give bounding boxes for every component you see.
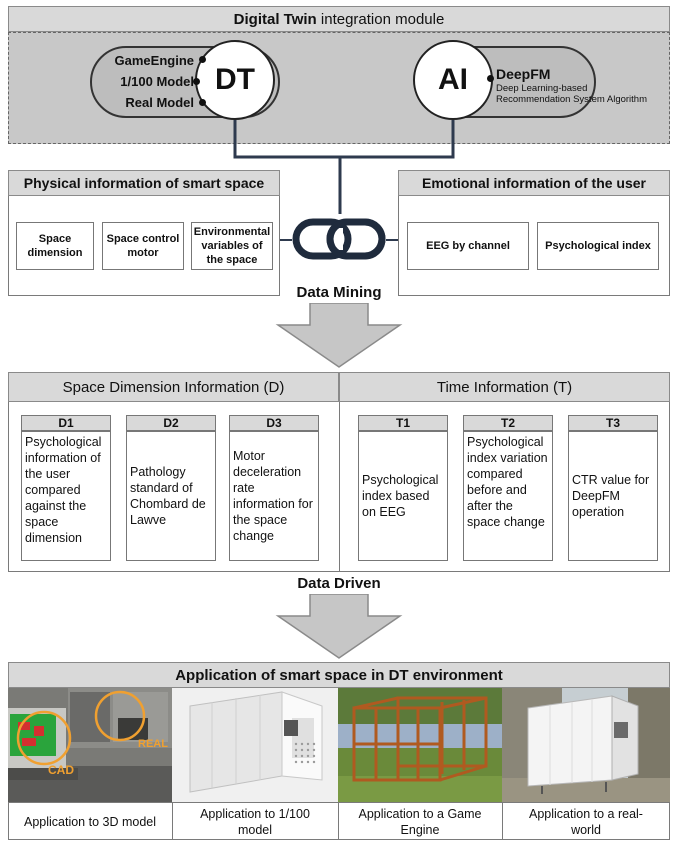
caption-divider-3 xyxy=(502,802,503,840)
caption-real-world: Application to a real-world xyxy=(529,806,643,837)
physical-item-environment: Environmental variables of the space xyxy=(191,222,273,270)
data-driven-label: Data Driven xyxy=(297,575,381,592)
space-dim-header: Space Dimension Information (D) xyxy=(8,372,339,402)
t2-header: T2 xyxy=(463,415,553,431)
d1-header: D1 xyxy=(21,415,111,431)
dt-module-title-rest: integration module xyxy=(316,10,445,28)
connector-lines xyxy=(233,120,455,241)
ai-label: AI xyxy=(438,63,468,96)
data-mining-label: Data Mining xyxy=(296,284,382,301)
down-arrow-icon-2 xyxy=(275,594,403,659)
caption-scale-model: Application to 1/100 model xyxy=(200,806,310,837)
physical-header: Physical information of smart space xyxy=(8,170,280,196)
photo-real-world xyxy=(502,688,670,802)
photo-game-engine xyxy=(338,688,502,802)
ai-desc-line1: Deep Learning-based xyxy=(496,83,588,94)
caption-game-engine: Application to a Game Engine xyxy=(358,806,482,837)
photo-scale-model xyxy=(172,688,338,802)
caption-divider-2 xyxy=(338,802,339,840)
physical-title: Physical information of smart space xyxy=(23,175,265,191)
emotional-title: Emotional information of the user xyxy=(421,175,646,191)
dt-item-model: 1/100 Model xyxy=(120,74,194,89)
t3-header: T3 xyxy=(568,415,658,431)
caption-divider-1 xyxy=(172,802,173,840)
t3-body: CTR value for DeepFM operation xyxy=(568,431,658,561)
dt-module-title-bold: Digital Twin xyxy=(233,10,317,28)
time-info-title: Time Information (T) xyxy=(436,378,573,396)
t1-body: Psychological index based on EEG xyxy=(358,431,448,561)
ai-circle: AI xyxy=(413,40,493,120)
caption-row-border xyxy=(8,802,670,803)
application-title: Application of smart space in DT environ… xyxy=(175,666,503,684)
space-dim-title: Space Dimension Information (D) xyxy=(62,378,285,396)
application-header: Application of smart space in DT environ… xyxy=(8,662,670,688)
dt-items: GameEngine 1/100 Model Real Model xyxy=(94,50,194,112)
dt-dot-2 xyxy=(193,78,200,85)
chain-link-icon xyxy=(292,218,386,260)
emotional-header: Emotional information of the user xyxy=(398,170,670,196)
ai-dot xyxy=(487,75,494,82)
physical-item-dimension: Space dimension xyxy=(16,222,94,270)
dt-item-real: Real Model xyxy=(125,95,194,110)
photo-3d-model xyxy=(8,688,172,802)
emotional-item-psych: Psychological index xyxy=(537,222,659,270)
caption-3d-model: Application to 3D model xyxy=(23,814,157,829)
d3-header: D3 xyxy=(229,415,319,431)
dt-dot-1 xyxy=(199,56,206,63)
dt-dot-3 xyxy=(199,99,206,106)
dt-label: DT xyxy=(215,63,255,96)
dt-item-gameengine: GameEngine xyxy=(114,53,194,68)
time-info-header: Time Information (T) xyxy=(339,372,670,402)
d3-body: Motor deceleration rate information for … xyxy=(229,431,319,561)
t1-header: T1 xyxy=(358,415,448,431)
cad-label: CAD xyxy=(48,763,74,777)
t2-body: Psychological index variation compared b… xyxy=(463,431,553,561)
info-divider xyxy=(339,402,340,572)
dt-module-header: Digital Twin integration module xyxy=(8,6,670,32)
real-label: REAL xyxy=(138,738,168,750)
d1-body: Psychological information of the user co… xyxy=(21,431,111,561)
ai-desc: DeepFM Deep Learning-based Recommendatio… xyxy=(496,66,676,105)
dt-circle: DT xyxy=(195,40,275,120)
ai-title: DeepFM xyxy=(496,66,551,82)
physical-item-motor: Space control motor xyxy=(102,222,184,270)
ai-desc-line2: Recommendation System Algorithm xyxy=(496,94,648,105)
d2-header: D2 xyxy=(126,415,216,431)
d2-body: Pathology standard of Chombard de Lawve xyxy=(126,431,216,561)
emotional-item-eeg: EEG by channel xyxy=(407,222,529,270)
down-arrow-icon xyxy=(275,303,403,368)
